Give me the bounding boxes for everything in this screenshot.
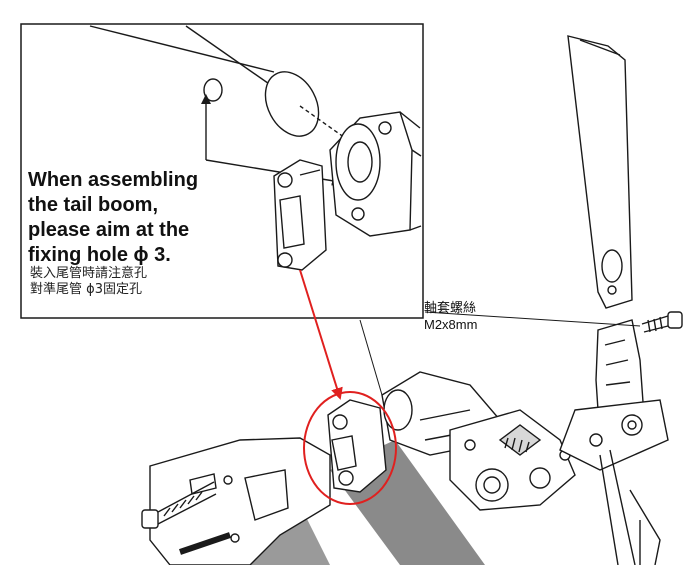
main-assembly — [141, 35, 683, 565]
inset-gearbox-case — [329, 111, 422, 237]
inset-detail-box — [20, 23, 424, 319]
part-name: 軸套螺絲 — [424, 300, 477, 315]
hub-to-gear-line — [359, 319, 383, 396]
instruction-line: When assembling — [28, 169, 199, 191]
assembly-instruction-zh: 裝入尾管時請注意孔 對準尾管 ϕ3固定孔 — [30, 266, 230, 298]
highlight-arrow — [299, 269, 343, 400]
grip-bolt — [641, 311, 683, 333]
frame-hole — [223, 475, 233, 485]
highlight-callout — [299, 269, 397, 505]
part-size: M2x8mm — [424, 317, 478, 332]
tail-gearbox — [381, 371, 576, 511]
highlight-circle — [303, 391, 397, 505]
instruction-line: please aim at the — [28, 219, 190, 241]
tail-boom-clamp — [327, 399, 387, 493]
frame-slot-2 — [189, 473, 217, 495]
inset-clamp-bracket — [273, 159, 327, 271]
instruction-line: the tail boom, — [28, 194, 158, 216]
part-callout-label: 軸套螺絲 M2x8mm — [424, 299, 477, 333]
frame-slot — [244, 469, 289, 521]
tail-rotor-blade — [567, 35, 633, 309]
frame-screw-lower — [179, 532, 231, 555]
frame-screw — [141, 481, 217, 529]
instruction-line: fixing hole ϕ 3. — [28, 244, 171, 266]
instruction-line-zh: 裝入尾管時請注意孔 — [30, 266, 148, 281]
frame-hole — [230, 533, 240, 543]
tail-rotor-hub — [559, 319, 669, 565]
part-leader-line — [424, 311, 641, 327]
assembly-instruction-en: When assembling the tail boom, please ai… — [28, 168, 268, 268]
instruction-line-zh: 對準尾管 ϕ3固定孔 — [30, 282, 142, 297]
